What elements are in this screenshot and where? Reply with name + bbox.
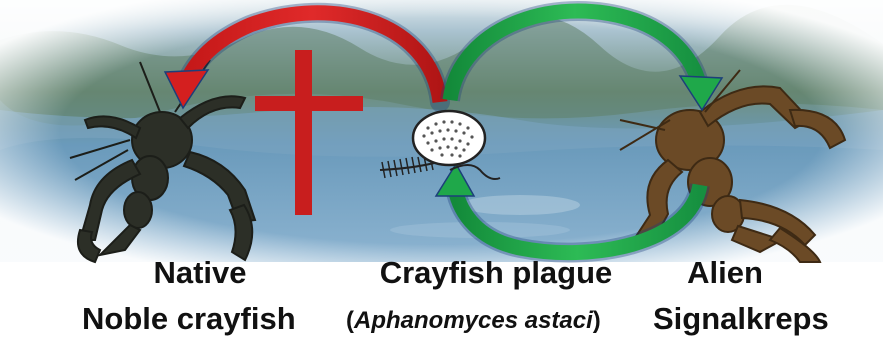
- alien-label: Alien: [655, 255, 795, 291]
- noble-crayfish-label: Noble crayfish: [82, 301, 296, 337]
- crayfish-plague-label: Crayfish plague: [346, 255, 646, 291]
- signalkreps-label: Signalkreps: [653, 301, 829, 337]
- species-name-label: (Aphanomyces astaci): [346, 307, 601, 335]
- native-label: Native: [125, 255, 275, 291]
- species-name-italic: Aphanomyces astaci: [354, 307, 593, 334]
